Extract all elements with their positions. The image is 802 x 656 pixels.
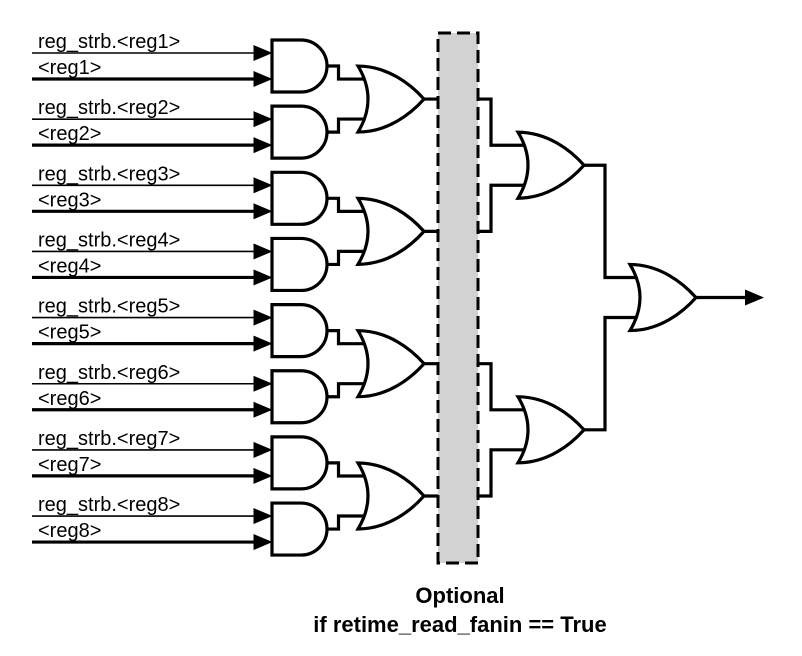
input-label-reg-4: <reg4> (38, 255, 101, 277)
input-label-reg-2: <reg2> (38, 123, 101, 145)
input-label-strobe-7: reg_strb.<reg7> (38, 428, 180, 450)
wire-and-to-or (327, 461, 372, 478)
input-label-reg-3: <reg3> (38, 189, 101, 211)
and-gate-7 (270, 435, 329, 491)
input-arrowhead (253, 335, 273, 352)
input-label-reg-8: <reg8> (38, 520, 101, 542)
and-gate-4 (270, 236, 329, 293)
wires-layer (32, 45, 764, 551)
or-gate-l2-3 (355, 329, 427, 399)
output-arrowhead (745, 289, 764, 306)
caption-condition: if retime_read_fanin == True (313, 612, 606, 637)
or-gate-l3-2 (515, 395, 587, 465)
and-gate-8 (270, 501, 329, 557)
input-label-strobe-5: reg_strb.<reg5> (38, 296, 180, 318)
input-label-reg-7: <reg7> (38, 454, 101, 476)
input-arrowhead (253, 45, 273, 61)
wire-and-to-or (327, 514, 372, 531)
wire-and-to-or (327, 382, 372, 399)
input-label-strobe-3: reg_strb.<reg3> (38, 163, 180, 185)
input-label-reg-1: <reg1> (38, 57, 101, 79)
input-label-reg-5: <reg5> (38, 322, 101, 344)
labels-layer: reg_strb.<reg1> <reg1> reg_strb.<reg2> <reg… (38, 31, 180, 542)
or-gate-l2-4 (355, 461, 427, 531)
optional-retime-box (436, 31, 480, 565)
or-gate-l2-2 (355, 196, 427, 266)
input-arrowhead (253, 269, 273, 286)
input-arrowhead (253, 137, 273, 154)
input-arrowhead (253, 71, 273, 87)
and-gate-1 (270, 38, 329, 94)
input-arrowhead (253, 309, 273, 326)
input-arrowhead (253, 441, 273, 458)
wire-and-to-or (327, 329, 372, 346)
input-label-strobe-8: reg_strb.<reg8> (38, 494, 180, 516)
input-label-strobe-1: reg_strb.<reg1> (38, 31, 180, 53)
wire-and-to-or (327, 196, 372, 213)
and-gate-6 (270, 369, 329, 425)
input-arrowhead (253, 243, 273, 260)
caption-optional: Optional (415, 583, 504, 608)
input-arrowhead (253, 467, 273, 484)
input-arrowhead (253, 534, 273, 551)
wire-l3-to-final (584, 315, 644, 432)
input-label-strobe-6: reg_strb.<reg6> (38, 362, 180, 384)
and-gate-2 (270, 104, 329, 160)
input-arrowhead (253, 111, 273, 128)
and-gate-5 (270, 303, 329, 359)
input-arrowhead (253, 177, 273, 194)
input-label-strobe-2: reg_strb.<reg2> (38, 97, 180, 119)
input-arrowhead (253, 375, 273, 392)
input-arrowhead (253, 401, 273, 418)
gates-layer (270, 38, 699, 557)
wire-l3-to-final (584, 163, 644, 280)
input-label-reg-6: <reg6> (38, 388, 101, 410)
and-gate-3 (270, 170, 329, 226)
wire-and-to-or (327, 117, 372, 134)
input-label-strobe-4: reg_strb.<reg4> (38, 229, 180, 251)
wire-and-to-or (327, 249, 372, 267)
wire-and-to-or (327, 64, 372, 81)
or-gate-l3-1 (515, 130, 587, 200)
or-gate-l2-1 (355, 64, 427, 134)
input-arrowhead (253, 203, 273, 220)
input-arrowhead (253, 508, 273, 525)
or-gate-output (627, 262, 699, 333)
